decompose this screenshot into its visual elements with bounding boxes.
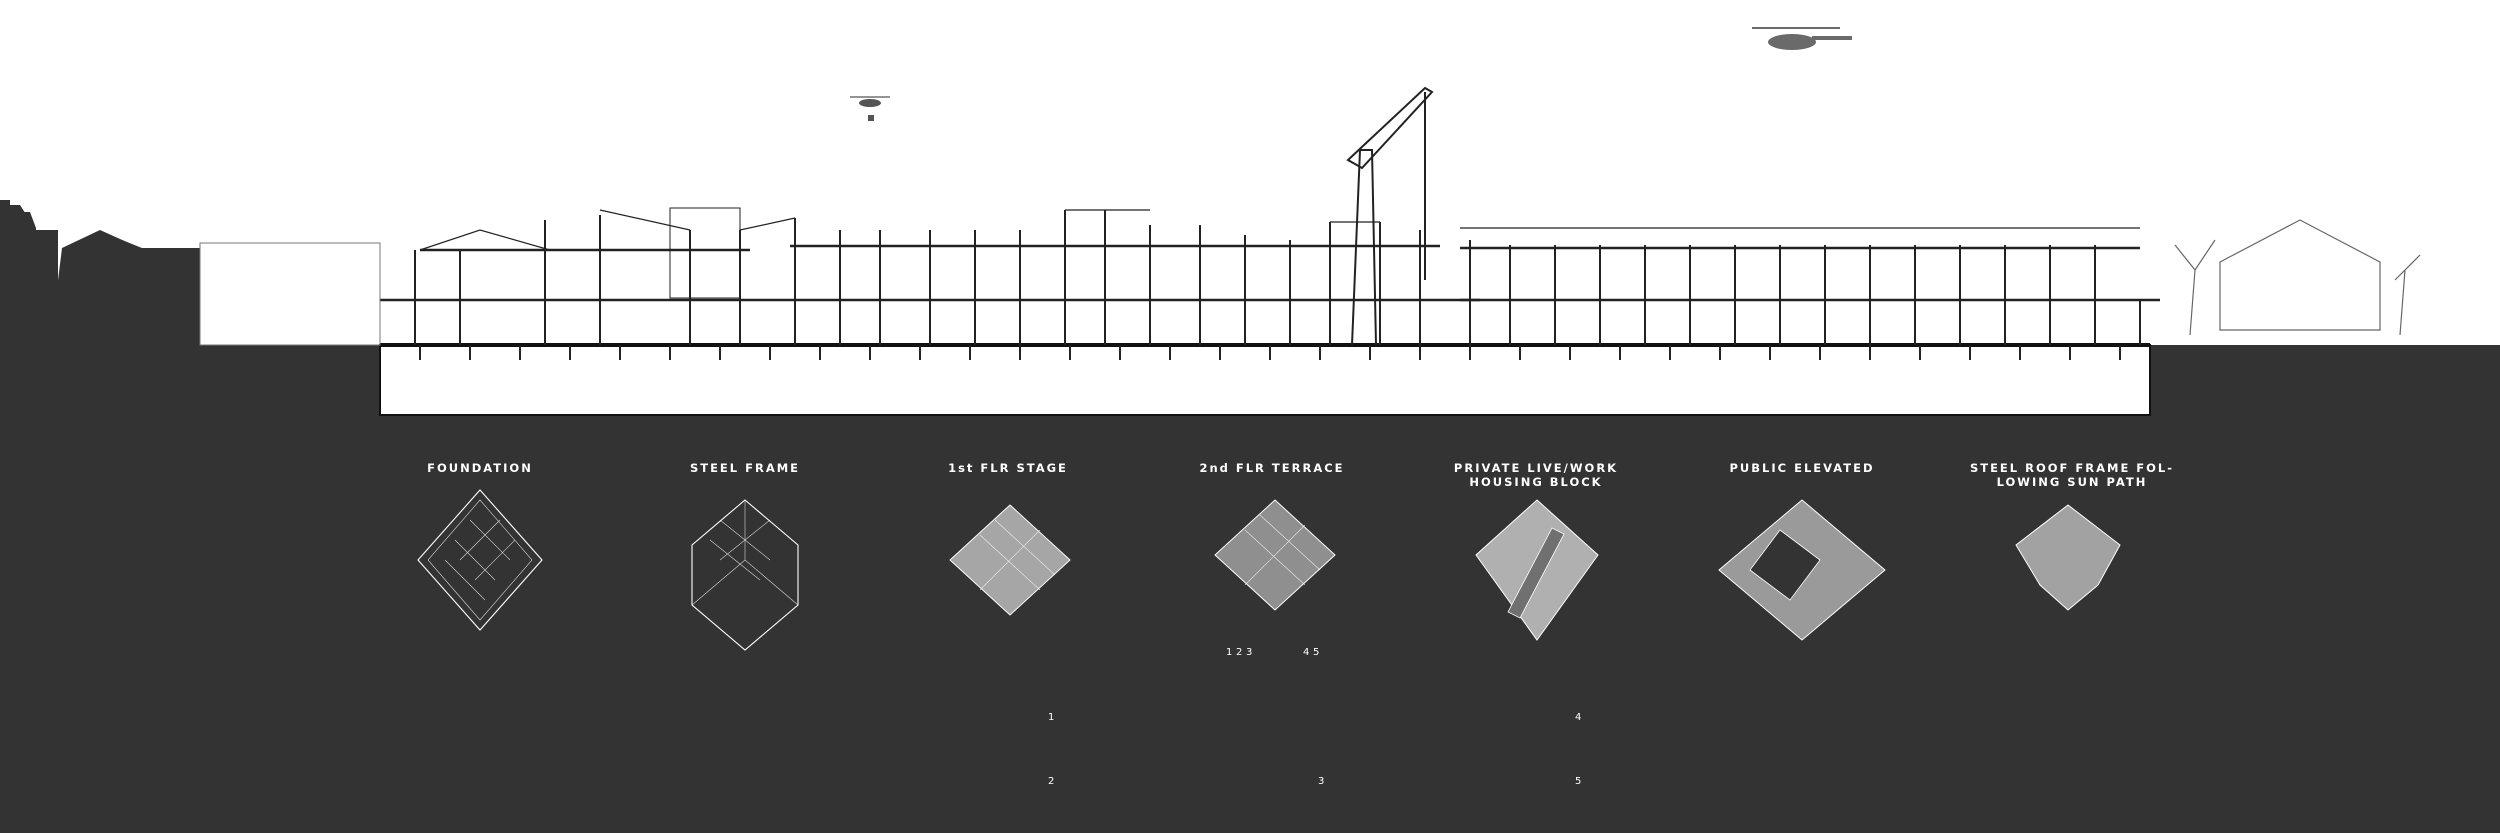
iso-foundation xyxy=(417,489,543,631)
terrace-number-2: 2 xyxy=(1236,647,1242,658)
label-roof: STEEL ROOF FRAME FOL-LOWING SUN PATH xyxy=(1970,461,2174,489)
terrace-number-3: 3 xyxy=(1246,647,1252,658)
section-number-2: 2 xyxy=(1048,776,1054,787)
section-numbers: 1 2 3 4 5 xyxy=(1048,712,1581,787)
iso-first-floor-stage xyxy=(949,504,1071,616)
iso-public-elevated xyxy=(1718,499,1886,641)
crane-icon xyxy=(1346,86,1434,346)
left-house-silhouette xyxy=(0,205,58,345)
label-steel-frame: STEEL FRAME xyxy=(690,461,800,475)
label-2nd-floor: 2nd FLR TERRACE xyxy=(1199,461,1344,475)
helicopter-icon xyxy=(1752,27,1852,50)
terrace-number-1: 1 xyxy=(1226,647,1232,658)
ground-mass xyxy=(0,200,2500,833)
label-public: PUBLIC ELEVATED xyxy=(1730,461,1875,475)
iso-roof-frame xyxy=(2015,504,2121,611)
terrace-number-4: 4 xyxy=(1303,647,1309,658)
helicopter-small-icon xyxy=(850,96,890,121)
foundation-posts xyxy=(419,345,2121,360)
section-number-1: 1 xyxy=(1048,712,1054,723)
terrace-number-5: 5 xyxy=(1313,647,1319,658)
diagram-labels: FOUNDATION STEEL FRAME 1st FLR STAGE 2nd… xyxy=(427,461,2174,489)
section-number-3: 3 xyxy=(1318,776,1324,787)
right-house-icon xyxy=(2174,219,2421,336)
building-section xyxy=(199,207,2160,416)
section-number-4: 4 xyxy=(1575,712,1581,723)
section-number-5: 5 xyxy=(1575,776,1581,787)
left-house-2-silhouette xyxy=(62,232,200,345)
label-foundation: FOUNDATION xyxy=(427,461,533,475)
iso-steel-frame xyxy=(691,499,799,651)
iso-private-blocks xyxy=(1475,499,1599,641)
iso-second-floor-terrace xyxy=(1214,499,1336,611)
terrace-numbers: 1 2 3 4 5 xyxy=(1226,647,1319,658)
label-1st-floor: 1st FLR STAGE xyxy=(948,461,1068,475)
